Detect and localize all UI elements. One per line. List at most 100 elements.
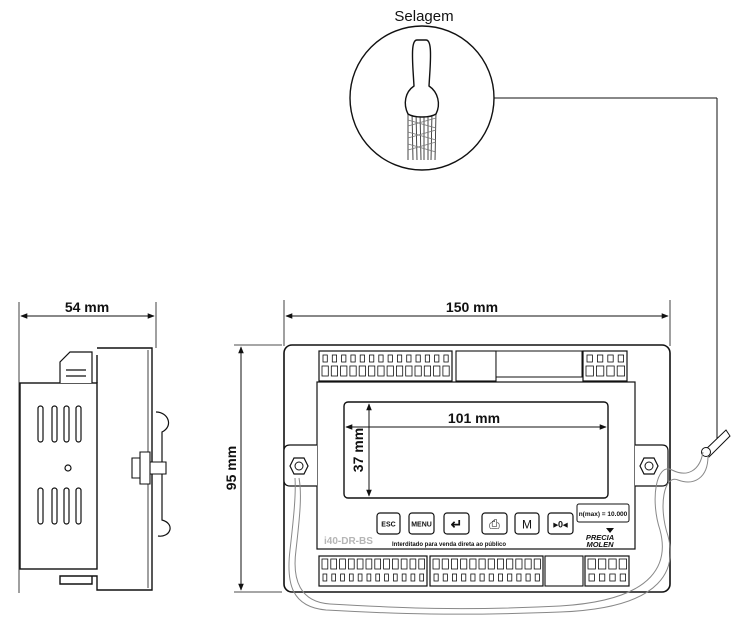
menu-key-label: MENU bbox=[411, 522, 432, 529]
terminal-slot bbox=[359, 354, 365, 363]
terminal-screw bbox=[618, 558, 628, 570]
terminal-slot bbox=[401, 573, 407, 582]
esc-key[interactable]: ESC bbox=[376, 512, 401, 535]
memory-key[interactable]: M bbox=[514, 512, 540, 535]
bottom-center-cover bbox=[544, 555, 584, 587]
terminal-slot bbox=[396, 354, 403, 363]
terminal-screw bbox=[330, 365, 338, 377]
brand-logo-icon bbox=[606, 528, 614, 533]
terminal-slot bbox=[378, 354, 384, 363]
display-height-label: 37 mm bbox=[350, 428, 366, 472]
terminal-screw bbox=[409, 558, 417, 570]
terminal-slot bbox=[497, 573, 503, 582]
seal-detail: Selagem bbox=[349, 8, 731, 458]
terminal-slot bbox=[443, 354, 449, 363]
terminal-screw bbox=[616, 365, 626, 377]
terminal-screw bbox=[358, 365, 366, 377]
terminal-screw bbox=[433, 365, 441, 377]
terminal-slot bbox=[588, 573, 595, 582]
menu-key[interactable]: MENU bbox=[408, 512, 435, 535]
esc-key-label: ESC bbox=[381, 522, 395, 529]
terminal-slot bbox=[433, 573, 439, 582]
capacity-plate bbox=[576, 503, 630, 523]
side-view: 54 mm bbox=[18, 299, 171, 593]
terminal-screw bbox=[478, 558, 486, 570]
front-dimensions: 150 mm 95 mm bbox=[223, 299, 671, 593]
terminal-slot bbox=[350, 354, 356, 363]
side-vent-slots bbox=[37, 405, 82, 525]
terminal-block-top-right bbox=[582, 350, 628, 382]
sealing-wire bbox=[294, 451, 704, 610]
top-center-recess bbox=[495, 350, 583, 378]
sales-restriction-notice: Interditado para venda direta ao público bbox=[392, 542, 506, 548]
terminal-slot bbox=[366, 573, 372, 582]
print-key-label: ⎙ bbox=[489, 517, 500, 532]
terminal-screw bbox=[365, 558, 373, 570]
terminal-slot bbox=[415, 354, 421, 363]
enter-key[interactable]: ↵ bbox=[443, 512, 470, 535]
terminal-screw bbox=[395, 365, 404, 377]
left-mounting-nut-icon bbox=[289, 457, 309, 475]
terminal-screw bbox=[515, 558, 523, 570]
terminal-slot bbox=[617, 354, 625, 363]
terminal-slot bbox=[586, 354, 593, 363]
terminal-screw bbox=[368, 365, 376, 377]
terminal-screw bbox=[608, 558, 617, 570]
capacity-label: n(max) = 10.000 bbox=[579, 511, 628, 518]
terminal-screw bbox=[506, 558, 514, 570]
terminal-screw bbox=[432, 558, 440, 570]
terminal-slot bbox=[419, 573, 424, 582]
zero-key[interactable]: ▸0◂ bbox=[547, 512, 574, 535]
print-key[interactable]: ⎙ bbox=[481, 512, 508, 535]
seal-lead-ring-icon bbox=[701, 447, 711, 457]
terminal-block-bottom-mid bbox=[429, 555, 544, 587]
terminal-slot bbox=[451, 573, 457, 582]
front-view: 101 mm 37 mm ESC MENU ↵ ⎙ M ▸0◂ bbox=[283, 344, 709, 615]
display-width-label: 101 mm bbox=[448, 410, 500, 426]
terminal-slot bbox=[340, 573, 345, 582]
terminal-slot bbox=[322, 354, 328, 363]
terminal-screw bbox=[386, 365, 394, 377]
side-top-connector bbox=[59, 351, 93, 383]
terminal-screw bbox=[524, 558, 532, 570]
terminal-screw bbox=[418, 558, 425, 570]
sealing-wire-second bbox=[288, 455, 709, 615]
enter-key-label: ↵ bbox=[451, 516, 463, 532]
terminal-screw bbox=[339, 558, 346, 570]
terminal-slot bbox=[357, 573, 363, 582]
terminal-block-bottom-left bbox=[318, 555, 428, 587]
right-mounting-nut-icon bbox=[639, 457, 659, 475]
terminal-screw bbox=[606, 365, 615, 377]
terminal-screw bbox=[460, 558, 468, 570]
terminal-screw bbox=[356, 558, 364, 570]
terminal-screw bbox=[405, 365, 413, 377]
terminal-screw bbox=[330, 558, 337, 570]
terminal-slot bbox=[387, 354, 393, 363]
terminal-screw bbox=[423, 365, 431, 377]
terminal-slot bbox=[609, 573, 616, 582]
terminal-screw bbox=[496, 558, 504, 570]
terminal-slot bbox=[384, 573, 389, 582]
terminal-block-bottom-right bbox=[584, 555, 630, 587]
terminal-slot bbox=[607, 354, 614, 363]
terminal-slot bbox=[442, 573, 448, 582]
side-width-label: 54 mm bbox=[65, 299, 109, 315]
side-screw-hole bbox=[64, 464, 72, 472]
side-housing bbox=[19, 382, 98, 570]
terminal-slot bbox=[461, 573, 467, 582]
terminal-screw bbox=[391, 558, 399, 570]
terminal-screw bbox=[533, 558, 541, 570]
terminal-slot bbox=[331, 573, 336, 582]
terminal-slot bbox=[488, 573, 494, 582]
terminal-screw bbox=[487, 558, 495, 570]
terminal-screw bbox=[414, 365, 422, 377]
terminal-screw bbox=[442, 365, 450, 377]
terminal-slot bbox=[516, 573, 522, 582]
terminal-slot bbox=[375, 573, 380, 582]
terminal-slot bbox=[331, 354, 337, 363]
terminal-screw bbox=[400, 558, 408, 570]
terminal-screw bbox=[587, 558, 596, 570]
terminal-slot bbox=[479, 573, 485, 582]
terminal-screw bbox=[441, 558, 449, 570]
